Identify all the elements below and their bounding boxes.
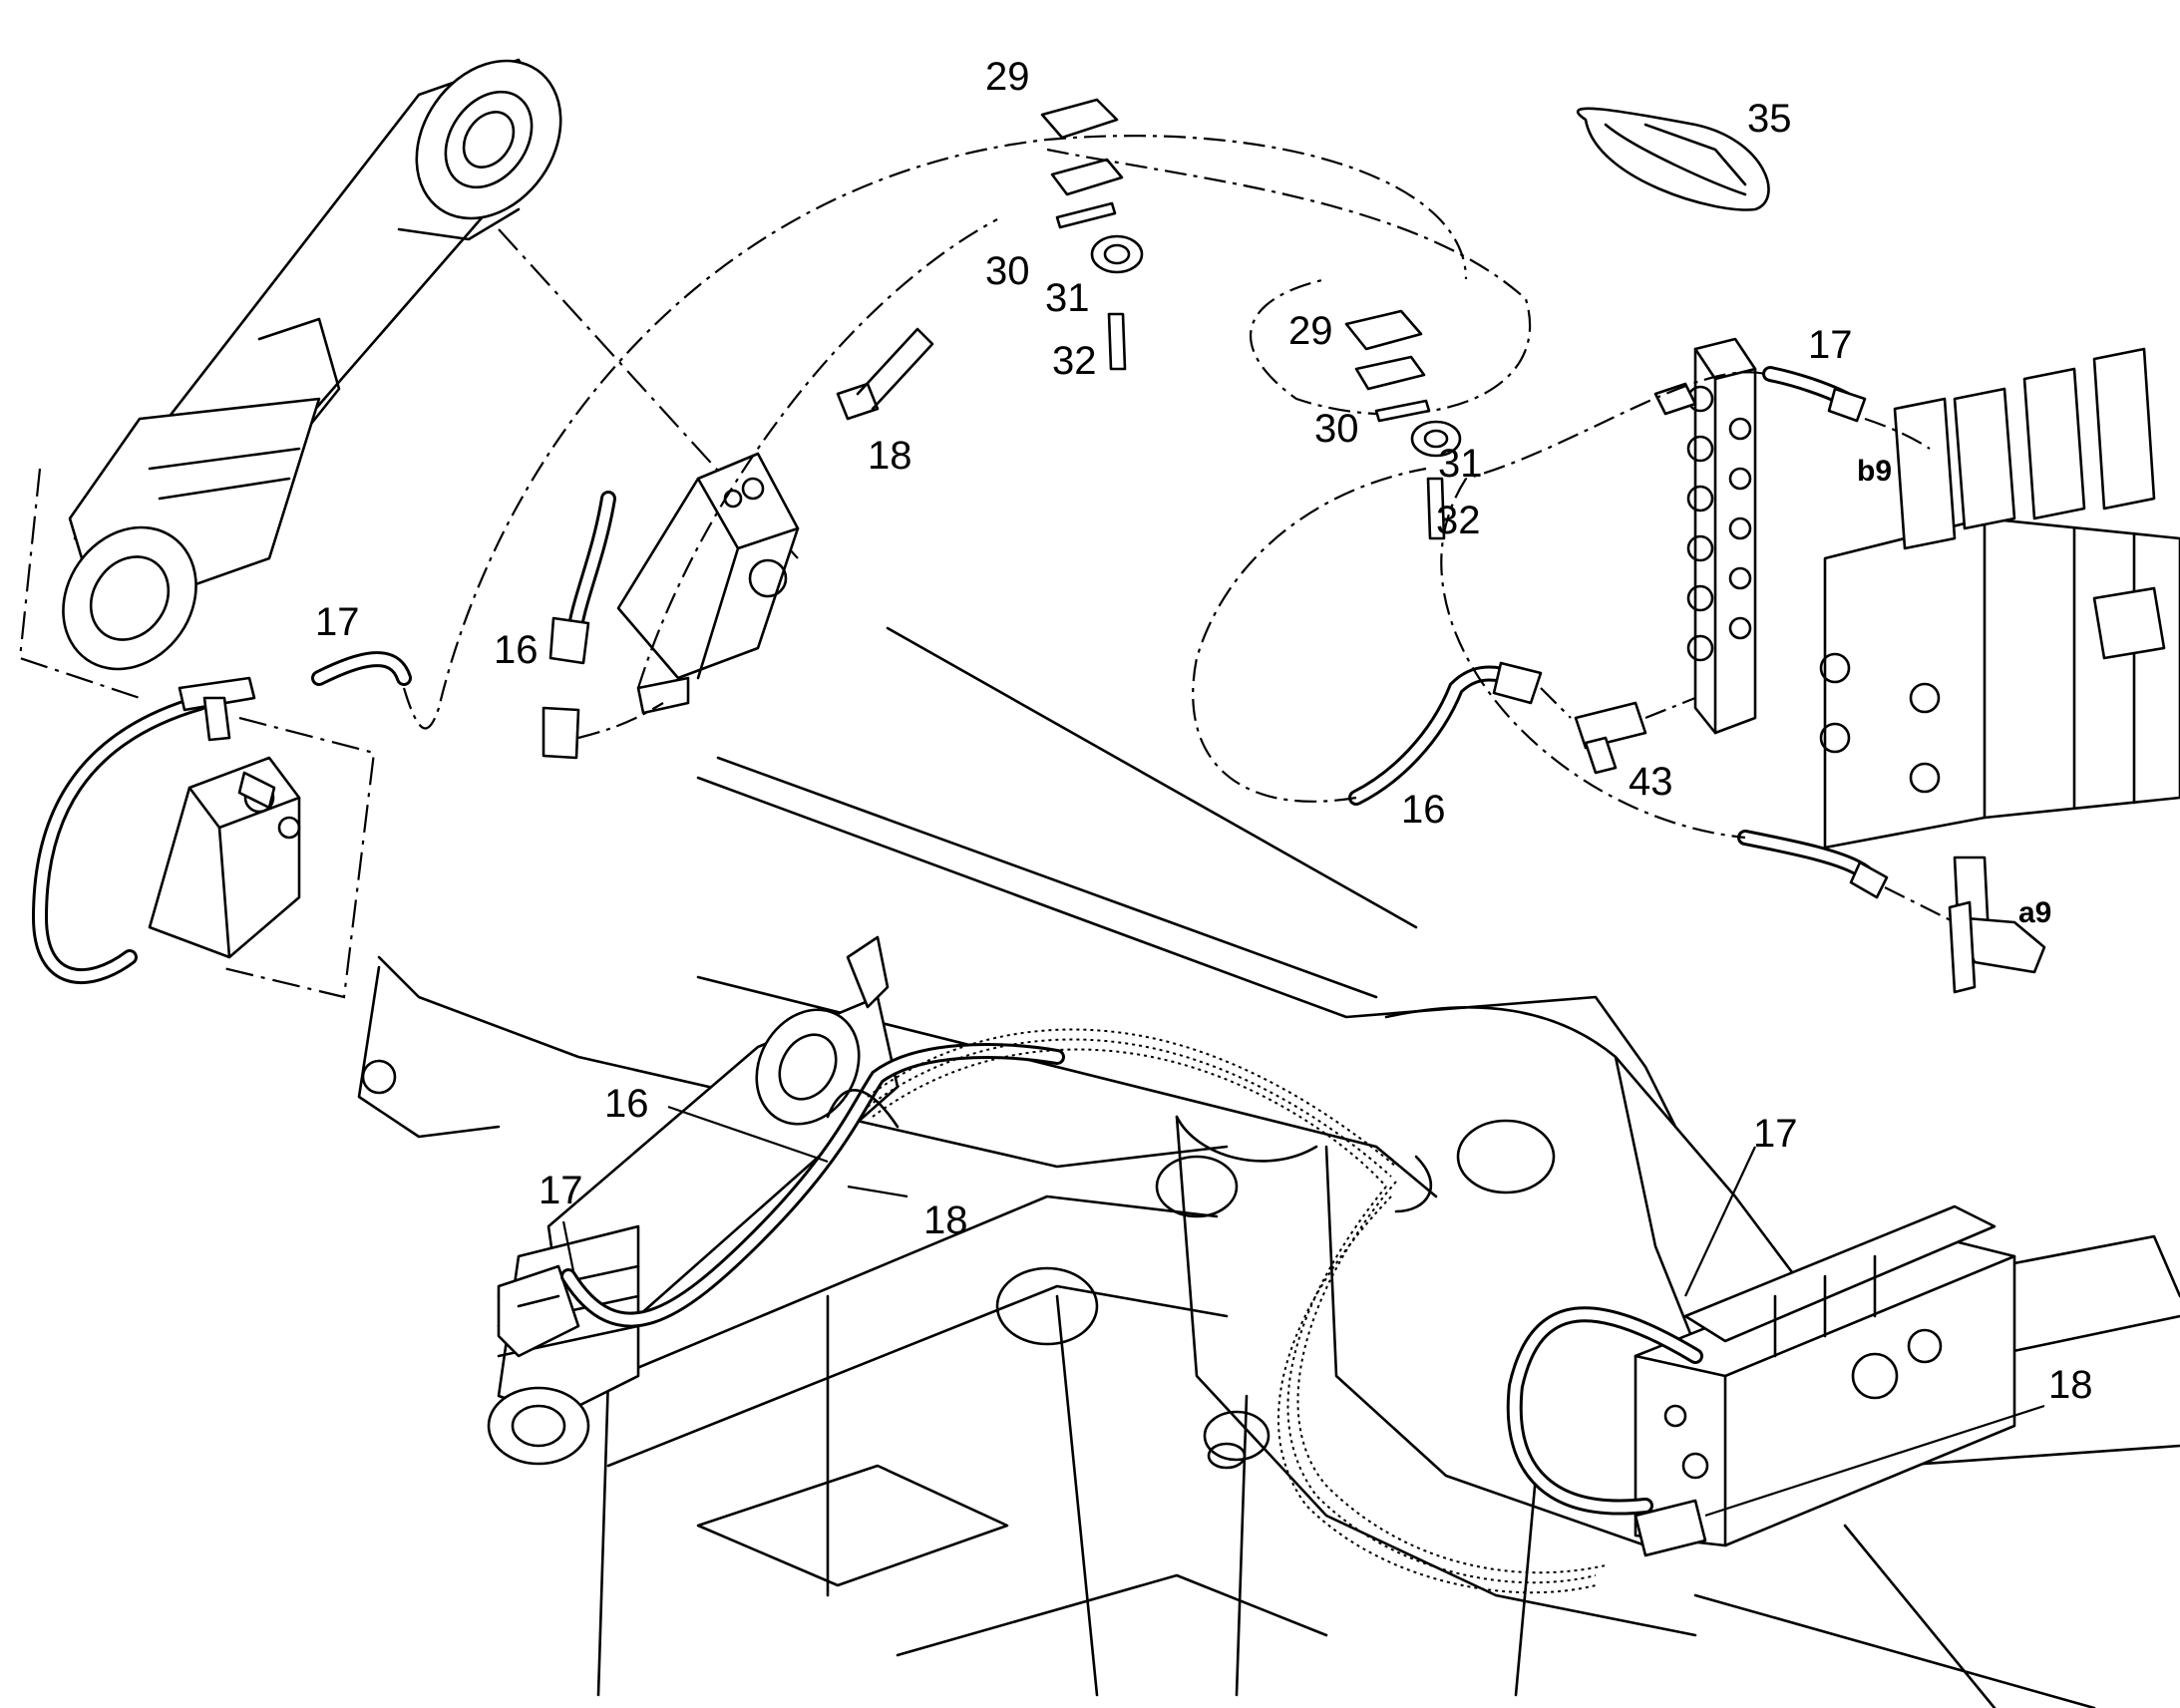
hose-16-upper — [542, 491, 616, 760]
leader-16c — [667, 1105, 829, 1164]
valve-block-icon — [148, 756, 301, 959]
tee-fitting-icon — [1574, 701, 1647, 775]
hose-16-right — [1348, 661, 1543, 806]
valve-block-icon — [616, 452, 800, 715]
control-valve-icon — [1819, 347, 2180, 959]
strap-icon — [1577, 107, 1770, 211]
callout-17b: 17 — [1808, 323, 1853, 367]
leader-18b — [847, 1185, 908, 1198]
port-label-b9: b9 — [1857, 455, 1892, 488]
cylinder-frame — [18, 468, 141, 700]
callout-32b: 32 — [1436, 499, 1481, 542]
callout-18b: 18 — [923, 1198, 968, 1242]
leader-17d — [1684, 1146, 1756, 1297]
hose-18-upper — [836, 327, 934, 421]
callout-35: 35 — [1747, 97, 1792, 141]
valve-block-icon — [497, 1264, 580, 1358]
callout-32a: 32 — [1052, 339, 1097, 383]
machine-frame — [357, 626, 2180, 1708]
hose-clamp-icon — [1040, 98, 1144, 371]
callout-30b: 30 — [1314, 407, 1359, 451]
tee-fitting-icon — [178, 676, 256, 742]
hydraulic-cylinder-icon — [62, 58, 562, 671]
leader-18c — [1704, 1404, 2045, 1518]
port-label-a9: a9 — [2018, 896, 2051, 929]
callout-16c: 16 — [604, 1082, 649, 1126]
callout-29b: 29 — [1288, 309, 1333, 353]
callout-17a: 17 — [315, 600, 360, 644]
fitting-icon — [1948, 900, 2046, 994]
callout-29a: 29 — [985, 55, 1030, 99]
block-frame — [218, 716, 376, 999]
callout-31a: 31 — [1045, 276, 1090, 320]
cylinder-block-link — [498, 228, 799, 559]
callout-18c: 18 — [2048, 1363, 2093, 1407]
valve-block-icon — [1653, 337, 1757, 735]
callout-16a: 16 — [494, 628, 539, 672]
callout-31b: 31 — [1438, 442, 1483, 486]
hose-clamp-icon — [1344, 309, 1462, 540]
callout-17d: 17 — [1753, 1112, 1798, 1156]
callout-16b: 16 — [1401, 788, 1446, 832]
callout-17c: 17 — [539, 1169, 583, 1212]
callout-43: 43 — [1629, 760, 1673, 804]
callout-18a: 18 — [868, 434, 912, 478]
control-valve-icon — [1634, 1204, 2016, 1547]
callout-30a: 30 — [985, 249, 1030, 293]
leader-17c — [561, 1220, 575, 1272]
